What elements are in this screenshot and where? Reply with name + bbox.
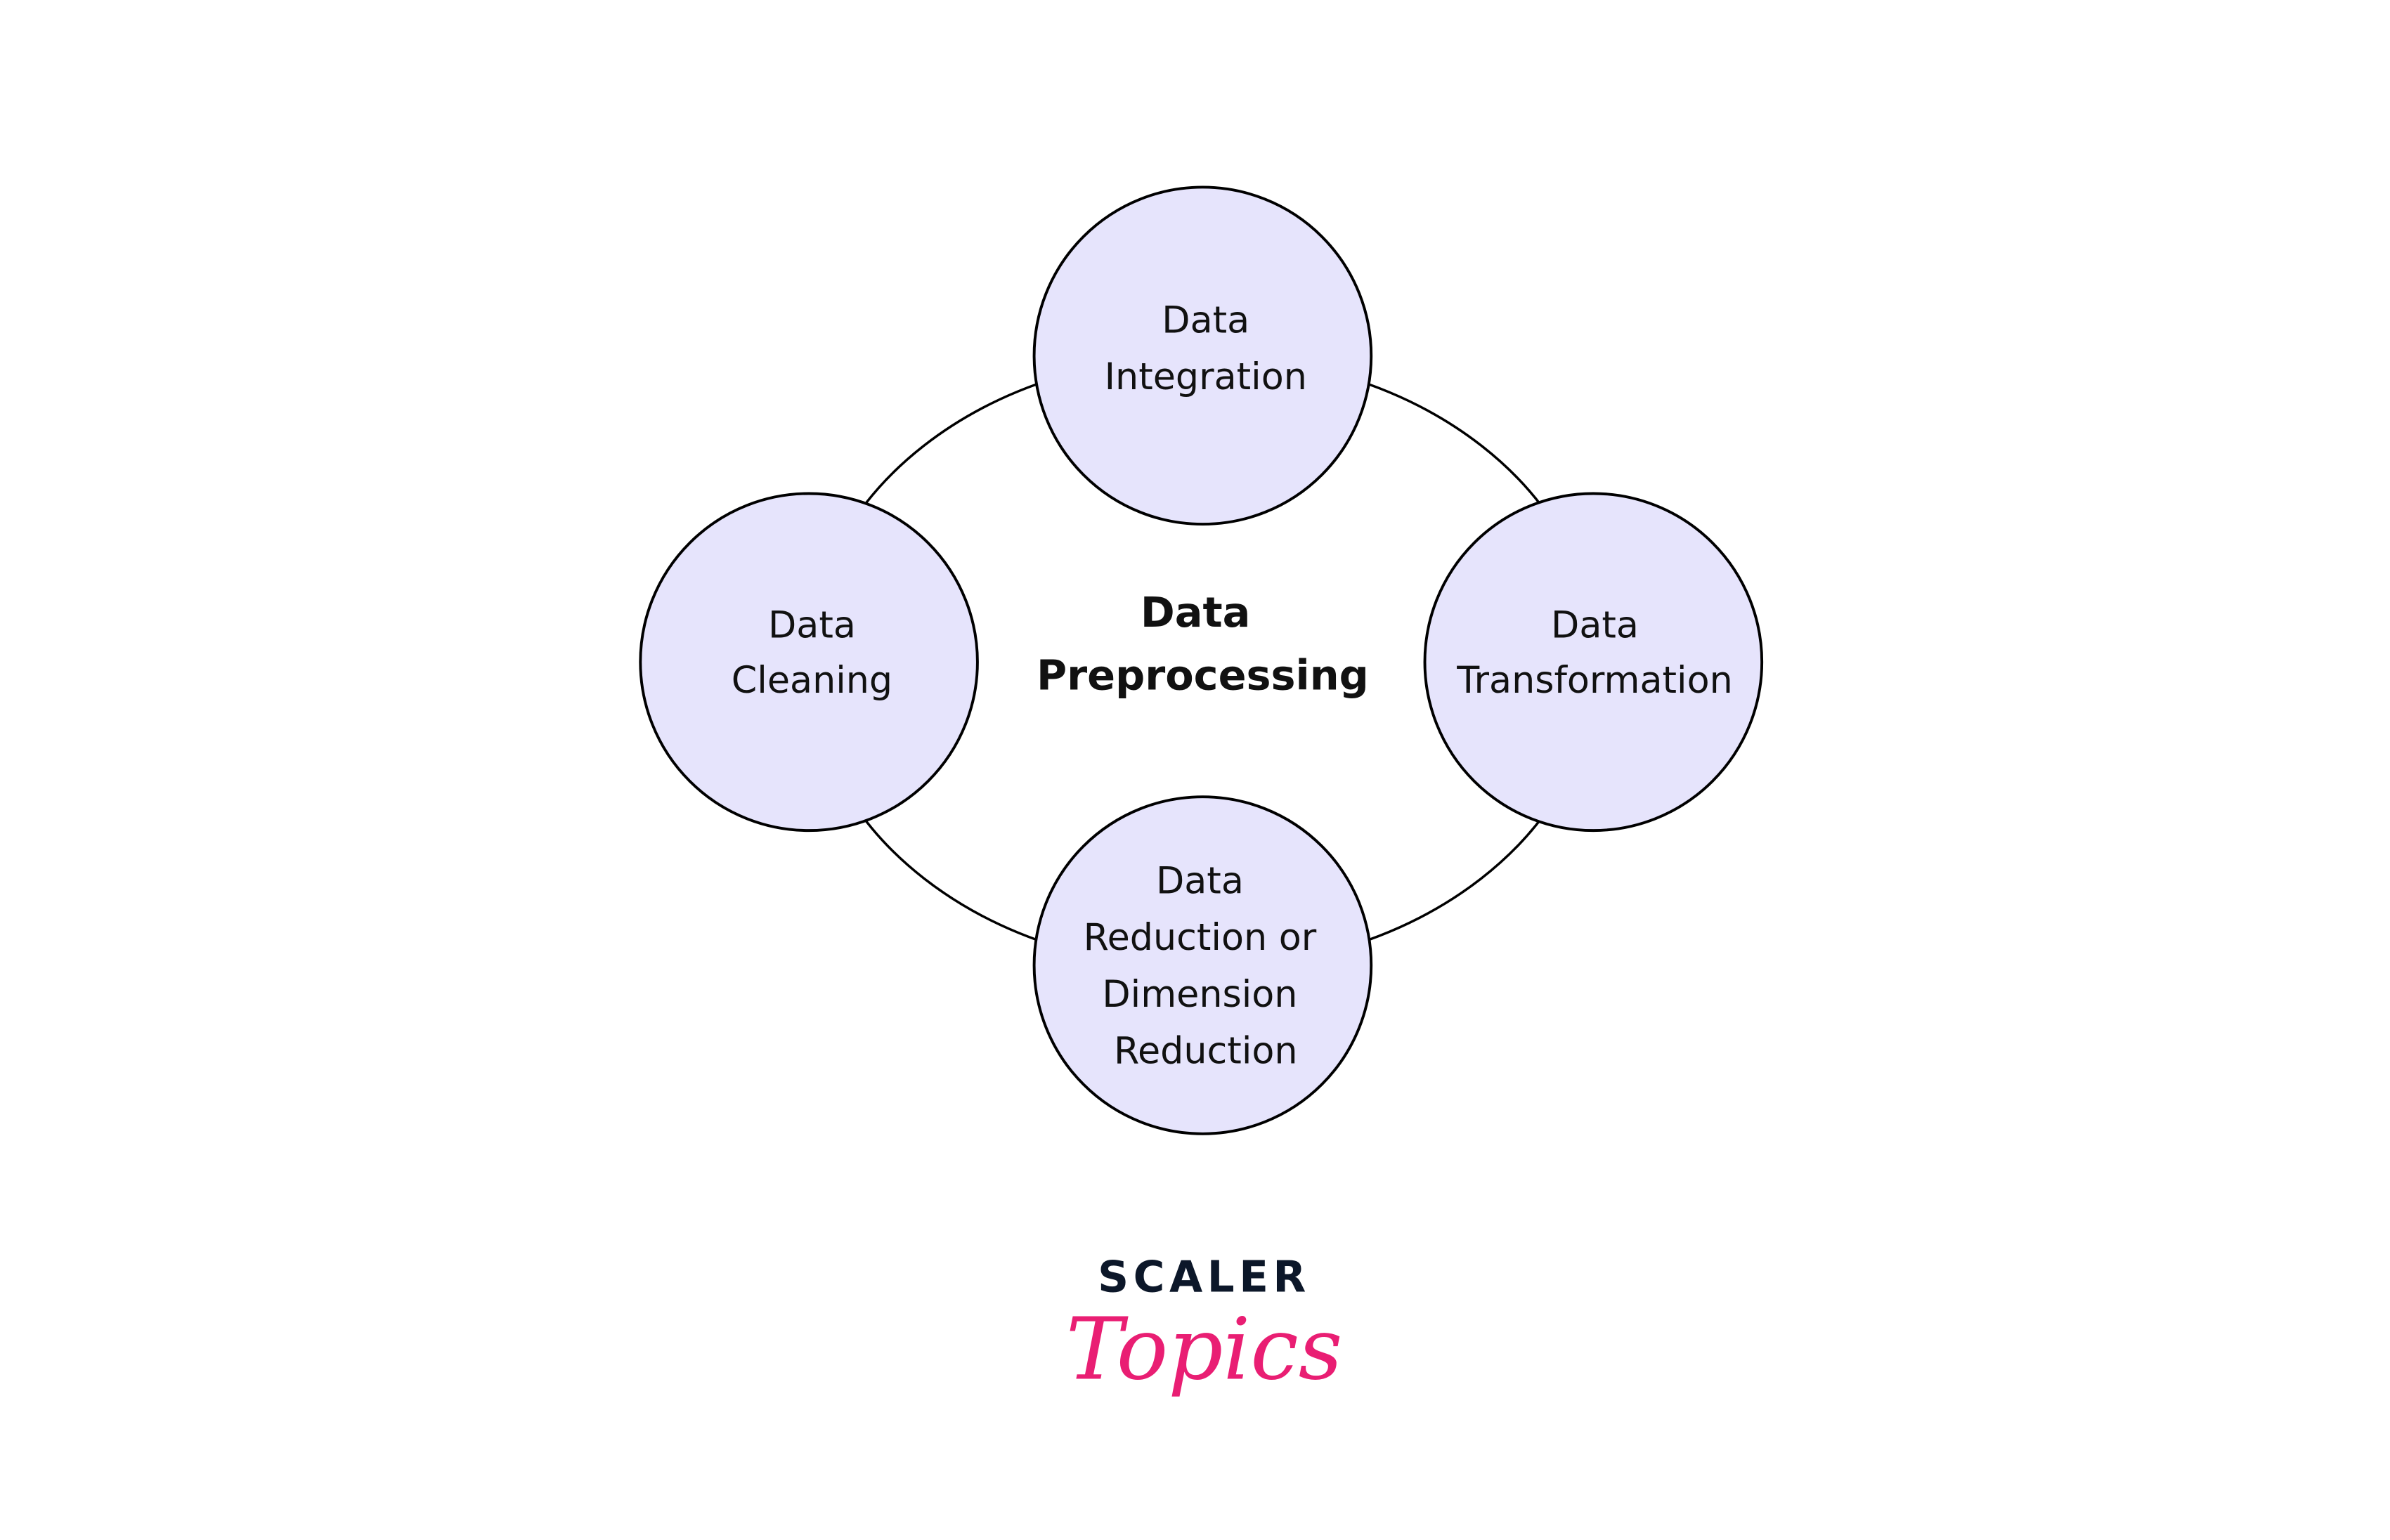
svg-text:Data Reduction or: Data Reduction or Dimension Reduction [1084,860,1328,1073]
svg-text:SCALER: SCALER [1098,1252,1311,1302]
node-data-reduction: Data Reduction or Dimension Reduction [1032,795,1373,1135]
center-title: Data Preprocessing [1037,588,1369,699]
scaler-topics-logo: SCALER Topics [1066,1252,1343,1399]
svg-text:Topics: Topics [1066,1300,1343,1399]
